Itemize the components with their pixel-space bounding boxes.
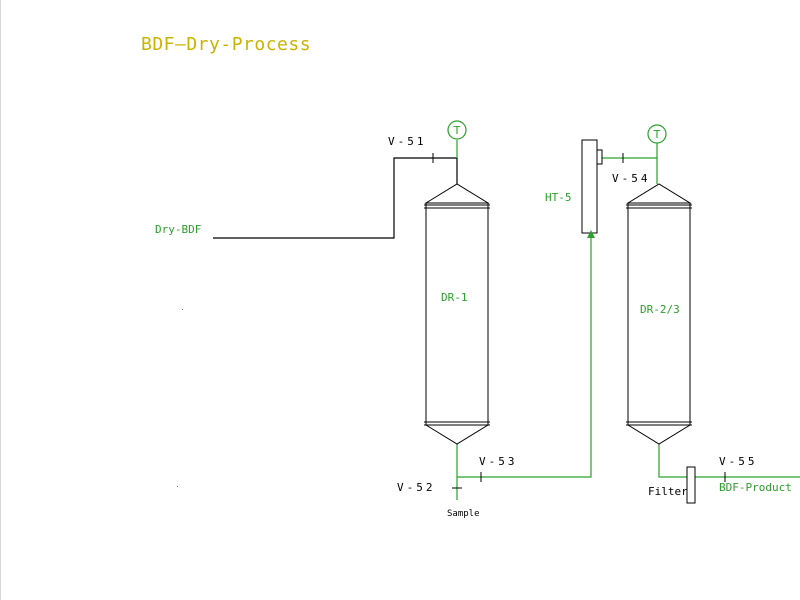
product-stream-label: BDF-Product bbox=[719, 481, 792, 494]
valve-v52-label: V-52 bbox=[397, 481, 436, 494]
instrument-t2-label: T bbox=[653, 128, 661, 141]
instrument-t2: T bbox=[647, 124, 667, 144]
valve-v53-label: V-53 bbox=[479, 455, 518, 468]
valve-v54-label: V-54 bbox=[612, 172, 651, 185]
stray-dot bbox=[182, 309, 183, 310]
diagram-title: BDF—Dry-Process bbox=[141, 34, 312, 55]
dr1-column bbox=[424, 183, 490, 445]
feed-stream-label: Dry-BDF bbox=[155, 223, 202, 236]
valve-v55-label: V-55 bbox=[719, 455, 758, 468]
valve-ticks bbox=[432, 153, 726, 489]
instrument-t1-label: T bbox=[453, 124, 461, 137]
dr23-to-filter-pipe bbox=[658, 444, 687, 478]
valve-v51-label: V-51 bbox=[388, 135, 427, 148]
feed-pipe bbox=[213, 157, 458, 239]
sample-label: Sample bbox=[447, 509, 480, 519]
ht5-heater bbox=[581, 139, 603, 234]
instrument-t1: T bbox=[447, 120, 467, 140]
filter-element bbox=[686, 466, 696, 504]
pipe-network bbox=[213, 140, 800, 500]
filter-label: Filter bbox=[648, 485, 688, 498]
dr1-label: DR-1 bbox=[441, 291, 468, 304]
ht5-inlet-arrow bbox=[587, 230, 595, 238]
dr1-to-ht5-pipe bbox=[456, 232, 592, 478]
ht5-label: HT-5 bbox=[545, 191, 572, 204]
dr23-column bbox=[626, 183, 692, 445]
stray-dot bbox=[177, 486, 178, 487]
dr23-label: DR-2/3 bbox=[640, 303, 680, 316]
